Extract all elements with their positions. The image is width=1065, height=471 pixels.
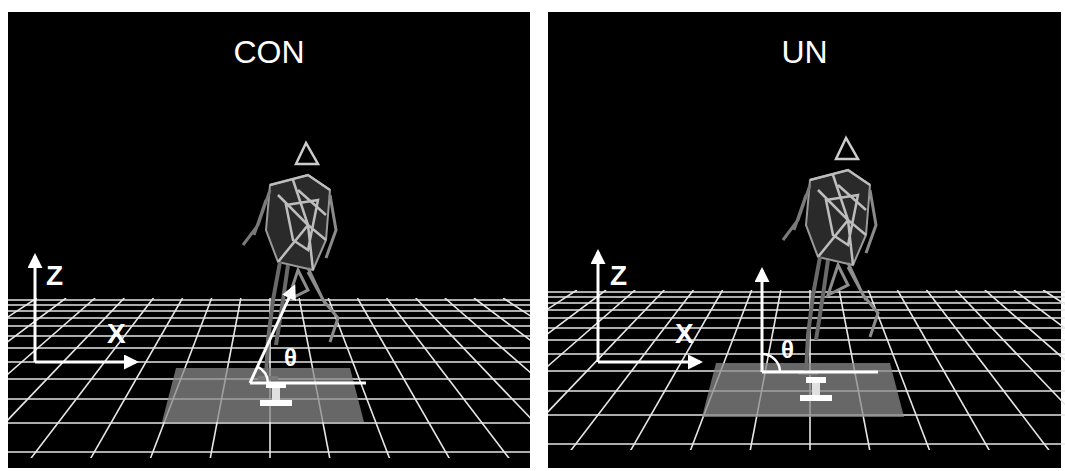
- grid-line: [927, 290, 1058, 450]
- grid-line: [8, 298, 66, 458]
- grid-line: [548, 290, 635, 450]
- grid-line: [548, 302, 1065, 304]
- grid-line: [1014, 290, 1065, 450]
- grid-line: [562, 290, 693, 450]
- grid-line: [956, 290, 1065, 450]
- axis-label: Z: [46, 262, 63, 290]
- grid-line: [548, 317, 1065, 319]
- grid-line: [22, 298, 153, 458]
- grid-line: [8, 298, 124, 458]
- panel: CON: [8, 12, 530, 468]
- panel-title: UN: [548, 34, 1061, 71]
- grid-line: [985, 290, 1065, 450]
- grid-line: [474, 298, 530, 458]
- grid-line: [8, 451, 530, 453]
- grid-line: [1043, 290, 1065, 450]
- panel-un-art: [0, 12, 1065, 468]
- grid-line: [548, 290, 577, 450]
- grid-line: [357, 298, 456, 458]
- grid-line: [8, 298, 37, 458]
- grid-line: [8, 361, 530, 363]
- panel-con-art: [0, 12, 1065, 470]
- grid-line: [548, 309, 1065, 311]
- axis-label: Z: [610, 262, 627, 290]
- panel: UN: [548, 12, 1061, 468]
- axis-label: X: [107, 320, 126, 348]
- grid-line: [548, 290, 664, 450]
- grid-line: [445, 298, 530, 458]
- grid-line: [387, 298, 518, 458]
- grid-line: [624, 290, 723, 450]
- panel-title: CON: [8, 34, 530, 71]
- grid-line: [548, 443, 1065, 445]
- grid-line: [503, 298, 530, 458]
- grid-line: [8, 422, 530, 424]
- grid-line: [897, 290, 996, 450]
- grid-line: [8, 298, 95, 458]
- angle-label: θ: [781, 338, 794, 362]
- angle-label: θ: [284, 346, 297, 370]
- axis-label: X: [675, 320, 694, 348]
- grid-line: [548, 327, 1065, 329]
- grid-line: [8, 310, 530, 312]
- grid-line: [8, 299, 530, 301]
- grid-line: [84, 298, 183, 458]
